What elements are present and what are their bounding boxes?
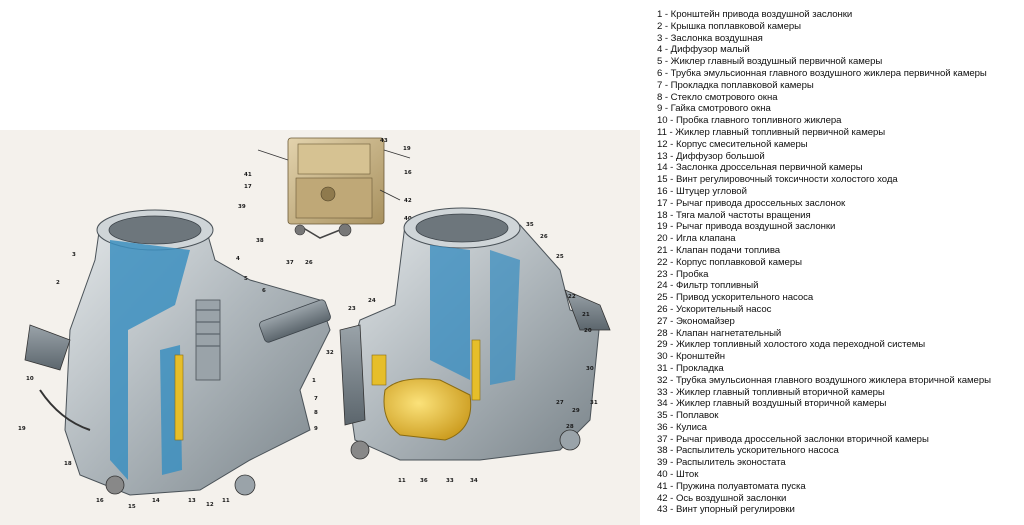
legend-item: 40 - Шток — [657, 469, 699, 481]
callout-label: 7 — [314, 396, 318, 402]
legend-item: 6 - Трубка эмульсионная главного воздушн… — [657, 67, 987, 79]
callout-label: 11 — [222, 498, 230, 504]
callout-label: 21 — [582, 312, 590, 318]
callout-label: 32 — [326, 350, 334, 356]
callout-label: 10 — [26, 376, 34, 382]
right-cutaway-callouts: 35 26 25 24 23 22 21 20 30 29 28 27 32 3… — [326, 222, 598, 484]
legend-item: 26 - Ускорительный насос — [657, 303, 772, 315]
legend-item: 25 - Привод ускорительного насоса — [657, 292, 814, 304]
legend-item: 27 - Экономайзер — [657, 315, 735, 327]
callout-label: 26 — [305, 260, 313, 266]
callout-label: 30 — [586, 366, 594, 372]
callout-label: 36 — [420, 478, 428, 484]
legend-item: 24 - Фильтр топливный — [657, 280, 759, 292]
callout-label: 8 — [314, 410, 318, 416]
legend-item: 42 - Ось воздушной заслонки — [657, 492, 787, 504]
callout-label: 19 — [403, 146, 411, 152]
legend-item: 37 - Рычаг привода дроссельной заслонки … — [657, 433, 929, 445]
callout-label: 38 — [256, 238, 264, 244]
callout-label: 43 — [380, 138, 388, 144]
legend-item: 21 - Клапан подачи топлива — [657, 244, 781, 256]
callout-label: 41 — [244, 172, 252, 178]
legend-item: 32 - Трубка эмульсионная главного воздуш… — [657, 374, 991, 386]
callout-label: 31 — [590, 400, 598, 406]
callout-label: 22 — [568, 294, 576, 300]
legend-item: 15 - Винт регулировочный токсичности хол… — [657, 174, 898, 186]
callout-label: 34 — [470, 478, 478, 484]
legend-item: 4 - Диффузор малый — [657, 44, 750, 56]
callout-label: 26 — [540, 234, 548, 240]
legend-item: 33 - Жиклер главный топливный вторичной … — [657, 386, 885, 398]
callout-label: 12 — [206, 502, 214, 508]
callout-label: 5 — [244, 276, 248, 282]
callout-label: 23 — [348, 306, 356, 312]
callout-label: 15 — [128, 504, 136, 510]
legend-item: 18 - Тяга малой частоты вращения — [657, 209, 811, 221]
legend-item: 19 - Рычаг привода воздушной заслонки — [657, 221, 836, 233]
callout-label: 13 — [188, 498, 196, 504]
legend-item: 14 - Заслонка дроссельная первичной каме… — [657, 162, 863, 174]
callout-label: 4 — [236, 256, 240, 262]
legend-item: 28 - Клапан нагнетательный — [657, 327, 782, 339]
legend-item: 16 - Штуцер угловой — [657, 185, 747, 197]
callout-label: 35 — [526, 222, 534, 228]
legend-item: 3 - Заслонка воздушная — [657, 32, 763, 44]
callout-label: 16 — [404, 170, 412, 176]
callout-label: 3 — [72, 252, 76, 258]
carburetor-illustration: 43 19 41 17 16 42 40 37 26 39 38 3 2 4 5… — [0, 130, 640, 525]
legend-item: 9 - Гайка смотрового окна — [657, 103, 771, 115]
legend-item: 22 - Корпус поплавковой камеры — [657, 256, 802, 268]
callout-label: 24 — [368, 298, 376, 304]
legend-item: 39 - Распылитель эконостата — [657, 457, 786, 469]
legend-item: 17 - Рычаг привода дроссельных заслонок — [657, 197, 846, 209]
legend-item: 34 - Жиклер главный воздушный вторичной … — [657, 398, 887, 410]
carburetor-left-cutaway — [24, 209, 331, 496]
carburetor-external-view — [257, 137, 411, 239]
legend-item: 12 - Корпус смесительной камеры — [657, 138, 808, 150]
legend-item: 36 - Кулиса — [657, 421, 707, 433]
legend-item: 35 - Поплавок — [657, 410, 719, 422]
legend-item: 30 - Кронштейн — [657, 351, 726, 363]
callout-label: 16 — [96, 498, 104, 504]
legend-item: 38 - Распылитель ускорительного насоса — [657, 445, 839, 457]
legend-item: 10 - Пробка главного топливного жиклера — [657, 115, 842, 127]
callout-label: 33 — [446, 478, 454, 484]
legend-item: 29 - Жиклер топливный холостого хода пер… — [657, 339, 926, 351]
callout-label: 14 — [152, 498, 160, 504]
legend-item: 13 - Диффузор большой — [657, 150, 765, 162]
callout-label: 29 — [572, 408, 580, 414]
callout-label: 37 — [286, 260, 294, 266]
callout-label: 18 — [64, 461, 72, 467]
callout-label: 1 — [312, 378, 316, 384]
legend-item: 8 - Стекло смотрового окна — [657, 91, 778, 103]
carburetor-right-cutaway — [339, 207, 611, 461]
legend-item: 7 - Прокладка поплавковой камеры — [657, 79, 814, 91]
legend-item: 2 - Крышка поплавковой камеры — [657, 20, 801, 32]
callout-label: 28 — [566, 424, 574, 430]
legend-item: 20 - Игла клапана — [657, 233, 736, 245]
legend-item: 23 - Пробка — [657, 268, 709, 280]
callout-label: 11 — [398, 478, 406, 484]
left-cutaway-callouts: 39 38 3 2 4 5 6 1 7 8 9 10 19 18 16 15 1… — [18, 204, 318, 510]
callout-label: 20 — [584, 328, 592, 334]
callout-label: 9 — [314, 426, 318, 432]
callout-label: 27 — [556, 400, 564, 406]
callout-label: 25 — [556, 254, 564, 260]
legend-item: 41 - Пружина полуавтомата пуска — [657, 480, 806, 492]
legend-item: 11 - Жиклер главный топливный первичной … — [657, 126, 886, 138]
legend-item: 43 - Винт упорный регулировки — [657, 504, 795, 516]
legend-item: 31 - Прокладка — [657, 362, 724, 374]
callout-label: 42 — [404, 198, 412, 204]
legend-item: 1 - Кронштейн привода воздушной заслонки — [657, 9, 853, 20]
callout-label: 17 — [244, 184, 252, 190]
callout-label: 19 — [18, 426, 26, 432]
callout-label: 6 — [262, 288, 266, 294]
external-view-callouts: 43 19 41 17 16 42 40 37 26 — [244, 138, 412, 266]
callout-label: 2 — [56, 280, 60, 286]
parts-legend: 1 - Кронштейн привода воздушной заслонки… — [657, 9, 1019, 516]
callout-label: 40 — [404, 216, 412, 222]
callout-label: 39 — [238, 204, 246, 210]
legend-item: 5 - Жиклер главный воздушный первичной к… — [657, 56, 883, 68]
